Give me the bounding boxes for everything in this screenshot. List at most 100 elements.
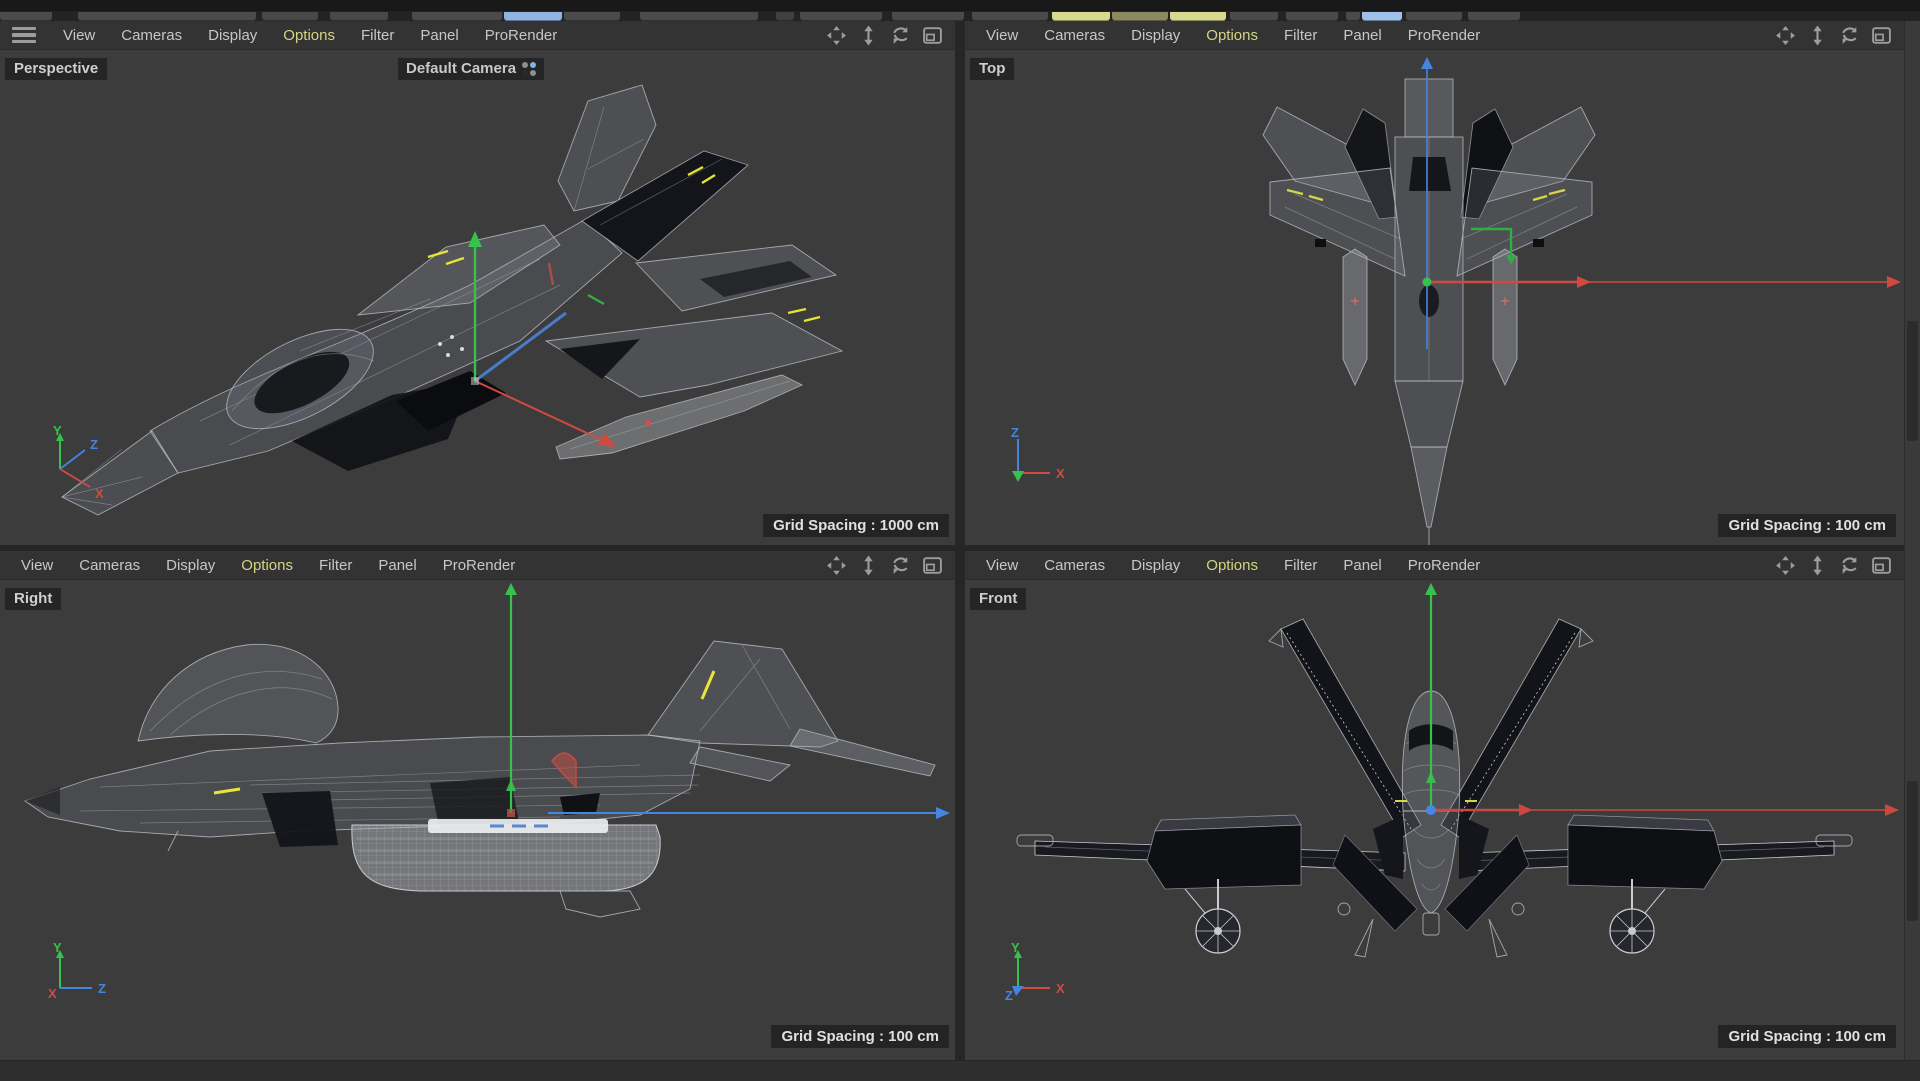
pan-view-icon[interactable] (1775, 555, 1796, 576)
toolbar-button-fragment[interactable] (1052, 12, 1110, 21)
toolbar-button-fragment[interactable] (1286, 12, 1338, 21)
axis-z-label: Z (98, 981, 106, 996)
menu-item[interactable]: Panel (420, 26, 459, 44)
viewport-nav-icons (826, 25, 947, 46)
toolbar-button-fragment[interactable] (800, 12, 882, 21)
menu-item[interactable]: Options (1206, 556, 1258, 574)
axis-y-label: Y (1011, 940, 1020, 955)
toggle-view-icon[interactable] (922, 555, 943, 576)
dolly-view-icon[interactable] (1807, 25, 1828, 46)
viewport-menubar: View Cameras Display Options Filter Panel ProR… (965, 21, 1904, 50)
dolly-view-icon[interactable] (858, 555, 879, 576)
viewport-front[interactable]: View Cameras Display Options Filter Panel ProR… (965, 551, 1904, 1060)
hamburger-menu-icon[interactable] (12, 27, 36, 43)
viewport-name-badge: Right (5, 588, 62, 610)
menu-item[interactable]: Filter (1284, 26, 1318, 44)
menu-item[interactable]: Display (1131, 26, 1181, 44)
menu-item[interactable]: View (986, 26, 1019, 44)
menu-item[interactable]: Filter (1284, 556, 1318, 574)
dolly-view-icon[interactable] (1807, 555, 1828, 576)
toolbar-button-fragment[interactable] (1346, 12, 1360, 21)
jet-model-wireframe-front[interactable] (965, 579, 1904, 1060)
viewport-top[interactable]: View Cameras Display Options Filter Panel ProR… (965, 21, 1904, 545)
menu-item[interactable]: Cameras (121, 26, 183, 44)
dolly-view-icon[interactable] (858, 25, 879, 46)
menu-item[interactable]: Filter (361, 26, 395, 44)
jet-model-wireframe-perspective[interactable] (0, 49, 955, 545)
menu-item[interactable]: Filter (319, 556, 353, 574)
toolbar-button-fragment[interactable] (972, 12, 1048, 21)
rotate-view-icon[interactable] (1839, 555, 1860, 576)
menu-item[interactable]: Display (208, 26, 258, 44)
menu-item[interactable]: View (63, 26, 96, 44)
main-toolbar-cropped (0, 0, 1920, 21)
menu-item[interactable]: Options (241, 556, 293, 574)
menu-item[interactable]: Options (1206, 26, 1258, 44)
menu-item[interactable]: Panel (1343, 26, 1382, 44)
toolbar-button-fragment[interactable] (1468, 12, 1520, 21)
menu-item[interactable]: View (986, 556, 1019, 574)
viewport-divider-vertical[interactable] (955, 21, 965, 1060)
toolbar-button-fragment[interactable] (1230, 12, 1278, 21)
toolbar-button-fragment[interactable] (78, 12, 256, 21)
viewport-menubar: View Cameras Display Options Filter Panel ProR… (965, 551, 1904, 580)
toolbar-button-fragment[interactable] (262, 12, 318, 21)
menu-item[interactable]: ProRender (1407, 26, 1481, 44)
toolbar-button-fragment[interactable] (564, 12, 620, 21)
rotate-view-icon[interactable] (890, 25, 911, 46)
toolbar-button-fragment[interactable] (1362, 12, 1402, 21)
window-top-edge (0, 0, 1920, 11)
toolbar-button-fragment[interactable] (776, 12, 794, 21)
toolbar-button-fragment[interactable] (640, 12, 758, 21)
pan-view-icon[interactable] (826, 25, 847, 46)
viewport-right[interactable]: View Cameras Display Options Filter Panel ProR… (0, 551, 955, 1060)
viewport-canvas-top[interactable]: Top Grid Spacing : 100 cm Z X (965, 49, 1904, 545)
jet-model-wireframe-top[interactable] (965, 49, 1904, 545)
menu-item[interactable]: Panel (378, 556, 417, 574)
toolbar-button-fragment[interactable] (892, 12, 964, 21)
pan-view-icon[interactable] (826, 555, 847, 576)
toolbar-button-fragment[interactable] (504, 12, 562, 21)
viewport-name-badge: Front (970, 588, 1027, 610)
rotate-view-icon[interactable] (1839, 25, 1860, 46)
jet-model-wireframe-right[interactable] (0, 579, 955, 1060)
viewport-perspective[interactable]: View Cameras Display Options Filter Panel ProR… (0, 21, 955, 545)
viewport-divider-horizontal[interactable] (0, 545, 1904, 551)
grid-spacing-badge: Grid Spacing : 1000 cm (763, 514, 949, 537)
toolbar-button-fragment[interactable] (1170, 12, 1226, 21)
menu-item[interactable]: Panel (1343, 556, 1382, 574)
toolbar-button-fragment[interactable] (1112, 12, 1168, 21)
menu-item[interactable]: ProRender (442, 556, 516, 574)
toolbar-button-fragment[interactable] (1406, 12, 1462, 21)
axis-y-label: Y (53, 940, 62, 955)
menu-item[interactable]: View (21, 556, 54, 574)
toggle-view-icon[interactable] (1871, 555, 1892, 576)
viewport-name-badge: Top (970, 58, 1015, 80)
camera-selector[interactable]: Default Camera (398, 58, 545, 80)
toolbar-button-fragment[interactable] (412, 12, 502, 21)
menu-item[interactable]: Display (1131, 556, 1181, 574)
axis-x-label: X (95, 486, 104, 499)
viewport-canvas-right[interactable]: Right Grid Spacing : 100 cm Y Z X (0, 579, 955, 1060)
viewport-nav-icons (826, 555, 947, 576)
menu-item[interactable]: Cameras (79, 556, 141, 574)
toolbar-button-fragment[interactable] (330, 12, 388, 21)
camera-dots-icon (522, 61, 537, 76)
axis-triad-right: Y Z X (48, 940, 106, 1001)
toggle-view-icon[interactable] (1871, 25, 1892, 46)
menu-item[interactable]: Cameras (1044, 26, 1106, 44)
toolbar-button-fragment[interactable] (0, 12, 52, 21)
toggle-view-icon[interactable] (922, 25, 943, 46)
menu-item[interactable]: ProRender (1407, 556, 1481, 574)
rotate-view-icon[interactable] (890, 555, 911, 576)
viewport-menu: View Cameras Display Options Filter Panel ProR… (973, 27, 1493, 44)
menu-item[interactable]: Display (166, 556, 216, 574)
pan-view-icon[interactable] (1775, 25, 1796, 46)
viewport-canvas-perspective[interactable]: Perspective Default Camera Grid Spacing … (0, 49, 955, 545)
menu-item[interactable]: ProRender (484, 26, 558, 44)
viewport-canvas-front[interactable]: Front Grid Spacing : 100 cm Y X Z (965, 579, 1904, 1060)
camera-label: Default Camera (406, 60, 517, 77)
viewport-menu: View Cameras Display Options Filter Panel ProR… (50, 27, 570, 44)
menu-item[interactable]: Cameras (1044, 556, 1106, 574)
menu-item[interactable]: Options (283, 26, 335, 44)
